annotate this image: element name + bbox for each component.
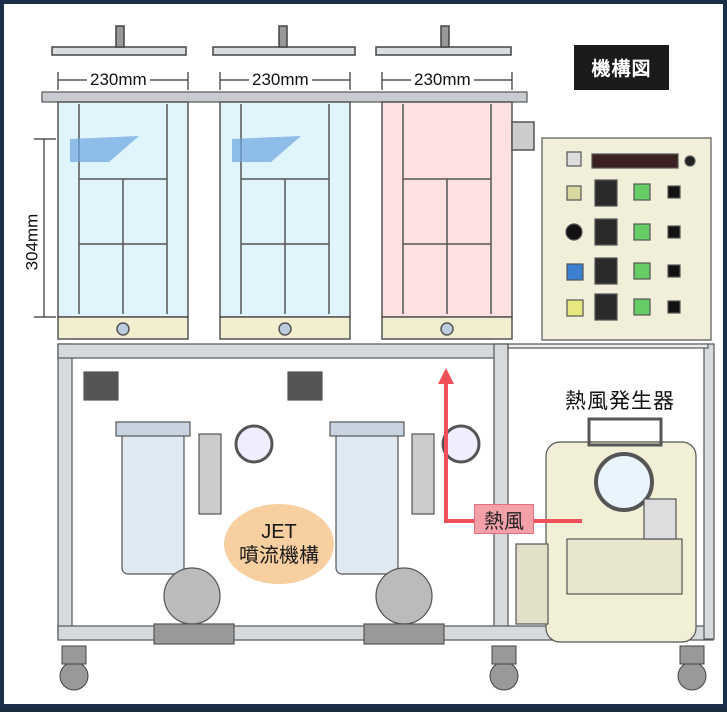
tank-lids [51,25,512,56]
tank-3-width-label: 230mm [411,71,474,89]
tank-1 [57,101,189,340]
jet-label-line2: 噴流機構 [239,545,319,567]
tank-2 [219,101,351,340]
jet-label-line1: JET [261,521,297,543]
control-panel [541,137,712,341]
hot-air-arrow [438,368,582,523]
machine-illustration [34,25,715,691]
tank-1-width-label: 230mm [87,71,150,89]
top-rail [41,91,528,103]
hot-air-generator [515,417,697,643]
title-tag: 機構図 [574,45,669,90]
tank-height-label: 304mm [22,211,42,273]
jet-bubble: JET 噴流機構 [224,504,334,584]
tank-height-label-box: 304mm [21,204,43,280]
pump-2 [287,371,481,645]
casters [59,645,707,691]
tank-3 [381,101,535,340]
tank-2-width-label: 230mm [249,71,312,89]
pump-1 [83,371,274,645]
heater-label: 熱風発生器 [565,390,675,413]
hot-air-label: 熱風 [474,504,534,534]
